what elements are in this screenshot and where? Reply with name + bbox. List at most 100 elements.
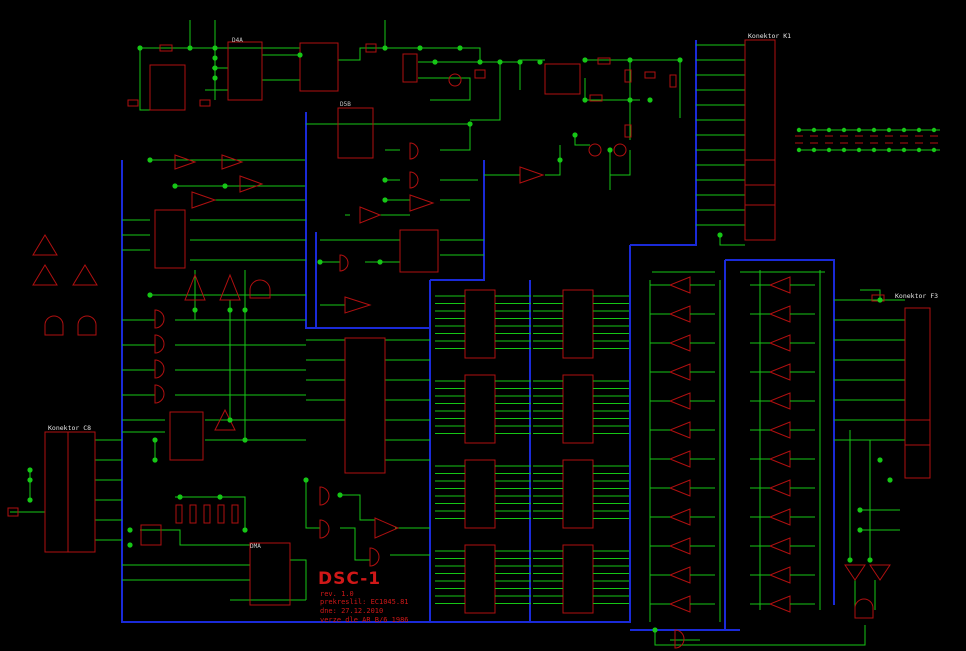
junction-dot xyxy=(627,97,633,103)
schematic-title: DSC-1 xyxy=(318,569,381,589)
buffer-triangle xyxy=(668,537,691,555)
junction-dot xyxy=(467,121,473,127)
buffer-triangle xyxy=(768,363,791,381)
junction-dot xyxy=(382,45,388,51)
transceiver-ic xyxy=(562,374,594,444)
junction-dot xyxy=(242,437,248,443)
capacitor-row xyxy=(795,127,938,153)
junction-dot xyxy=(212,75,218,81)
junction-dot xyxy=(432,59,438,65)
source-text: verze dle AR B/6 1986 xyxy=(320,616,409,624)
junction-dot xyxy=(877,297,883,303)
junction-dot xyxy=(916,147,922,153)
buffer-triangle xyxy=(668,363,691,381)
junction-dot xyxy=(297,52,303,58)
buffer-triangle xyxy=(668,595,691,613)
junction-dot xyxy=(147,157,153,163)
buffer-triangle xyxy=(668,305,691,323)
buffer-triangle xyxy=(768,450,791,468)
buffer-triangle xyxy=(668,566,691,584)
ic-label-a: D4A xyxy=(232,37,243,44)
transceiver-ic xyxy=(562,544,594,614)
junction-dot xyxy=(871,147,877,153)
junction-dot xyxy=(886,127,892,133)
author-text: prekreslil: EC1045.81 xyxy=(320,598,409,606)
passive-components xyxy=(7,43,885,524)
junction-dot xyxy=(901,147,907,153)
junction-dot xyxy=(177,494,183,500)
junction-dot xyxy=(377,259,383,265)
junction-dot xyxy=(317,259,323,265)
junction-dot xyxy=(796,127,802,133)
date-text: dne: 27.12.2010 xyxy=(320,607,383,615)
junction-dot xyxy=(217,494,223,500)
connector-k1-label: Konektor K1 xyxy=(748,32,791,40)
junction-dot xyxy=(652,627,658,633)
junction-dot xyxy=(557,157,563,163)
connector-f3-body xyxy=(904,307,931,479)
junction-dot xyxy=(152,437,158,443)
junctions xyxy=(27,45,893,633)
junction-dot xyxy=(152,457,158,463)
junction-dot xyxy=(382,177,388,183)
junction-dot xyxy=(931,147,937,153)
junction-dot xyxy=(222,183,228,189)
junction-dot xyxy=(382,197,388,203)
junction-dot xyxy=(187,45,193,51)
junction-dot xyxy=(677,57,683,63)
transceiver-ic xyxy=(464,459,496,529)
ic-label-c: DMA xyxy=(250,543,261,550)
junction-dot xyxy=(192,307,198,313)
buffer-triangle xyxy=(768,537,791,555)
logic-gates xyxy=(32,73,891,649)
junction-dot xyxy=(841,147,847,153)
connector-f3-label: Konektor F3 xyxy=(895,292,938,300)
transceiver-ic xyxy=(464,544,496,614)
transceiver-ic xyxy=(464,374,496,444)
transceiver-ics xyxy=(435,289,629,614)
junction-dot xyxy=(127,542,133,548)
junction-dot xyxy=(901,127,907,133)
junction-dot xyxy=(137,45,143,51)
junction-dot xyxy=(847,557,853,563)
bus-lines xyxy=(121,40,835,631)
junction-dot xyxy=(417,45,423,51)
buffer-triangle xyxy=(768,392,791,410)
junction-dot xyxy=(582,57,588,63)
junction-dot xyxy=(857,507,863,513)
junction-dot xyxy=(886,147,892,153)
buffer-triangle xyxy=(768,334,791,352)
junction-dot xyxy=(517,59,523,65)
buffer-triangle xyxy=(668,450,691,468)
buffer-triangle xyxy=(768,595,791,613)
junction-dot xyxy=(841,127,847,133)
logic-ics xyxy=(140,41,581,606)
junction-dot xyxy=(337,492,343,498)
junction-dot xyxy=(227,307,233,313)
ic-label-b: D5B xyxy=(340,101,351,108)
buffer-triangle xyxy=(768,566,791,584)
connector-k1-body xyxy=(744,39,776,241)
junction-dot xyxy=(877,457,883,463)
buffer-triangle xyxy=(768,421,791,439)
junction-dot xyxy=(242,527,248,533)
junction-dot xyxy=(147,292,153,298)
junction-dot xyxy=(871,127,877,133)
junction-dot xyxy=(537,59,543,65)
transceiver-ic xyxy=(562,459,594,529)
junction-dot xyxy=(796,147,802,153)
buffer-drivers xyxy=(650,276,815,613)
junction-dot xyxy=(27,477,33,483)
buffer-triangle xyxy=(668,276,691,294)
junction-dot xyxy=(811,127,817,133)
junction-dot xyxy=(856,127,862,133)
junction-dot xyxy=(212,65,218,71)
buffer-triangle xyxy=(768,276,791,294)
junction-dot xyxy=(27,467,33,473)
buffer-triangle xyxy=(768,305,791,323)
buffer-triangle xyxy=(668,392,691,410)
junction-dot xyxy=(497,59,503,65)
junction-dot xyxy=(242,307,248,313)
revision-text: rev. 1.0 xyxy=(320,590,354,598)
